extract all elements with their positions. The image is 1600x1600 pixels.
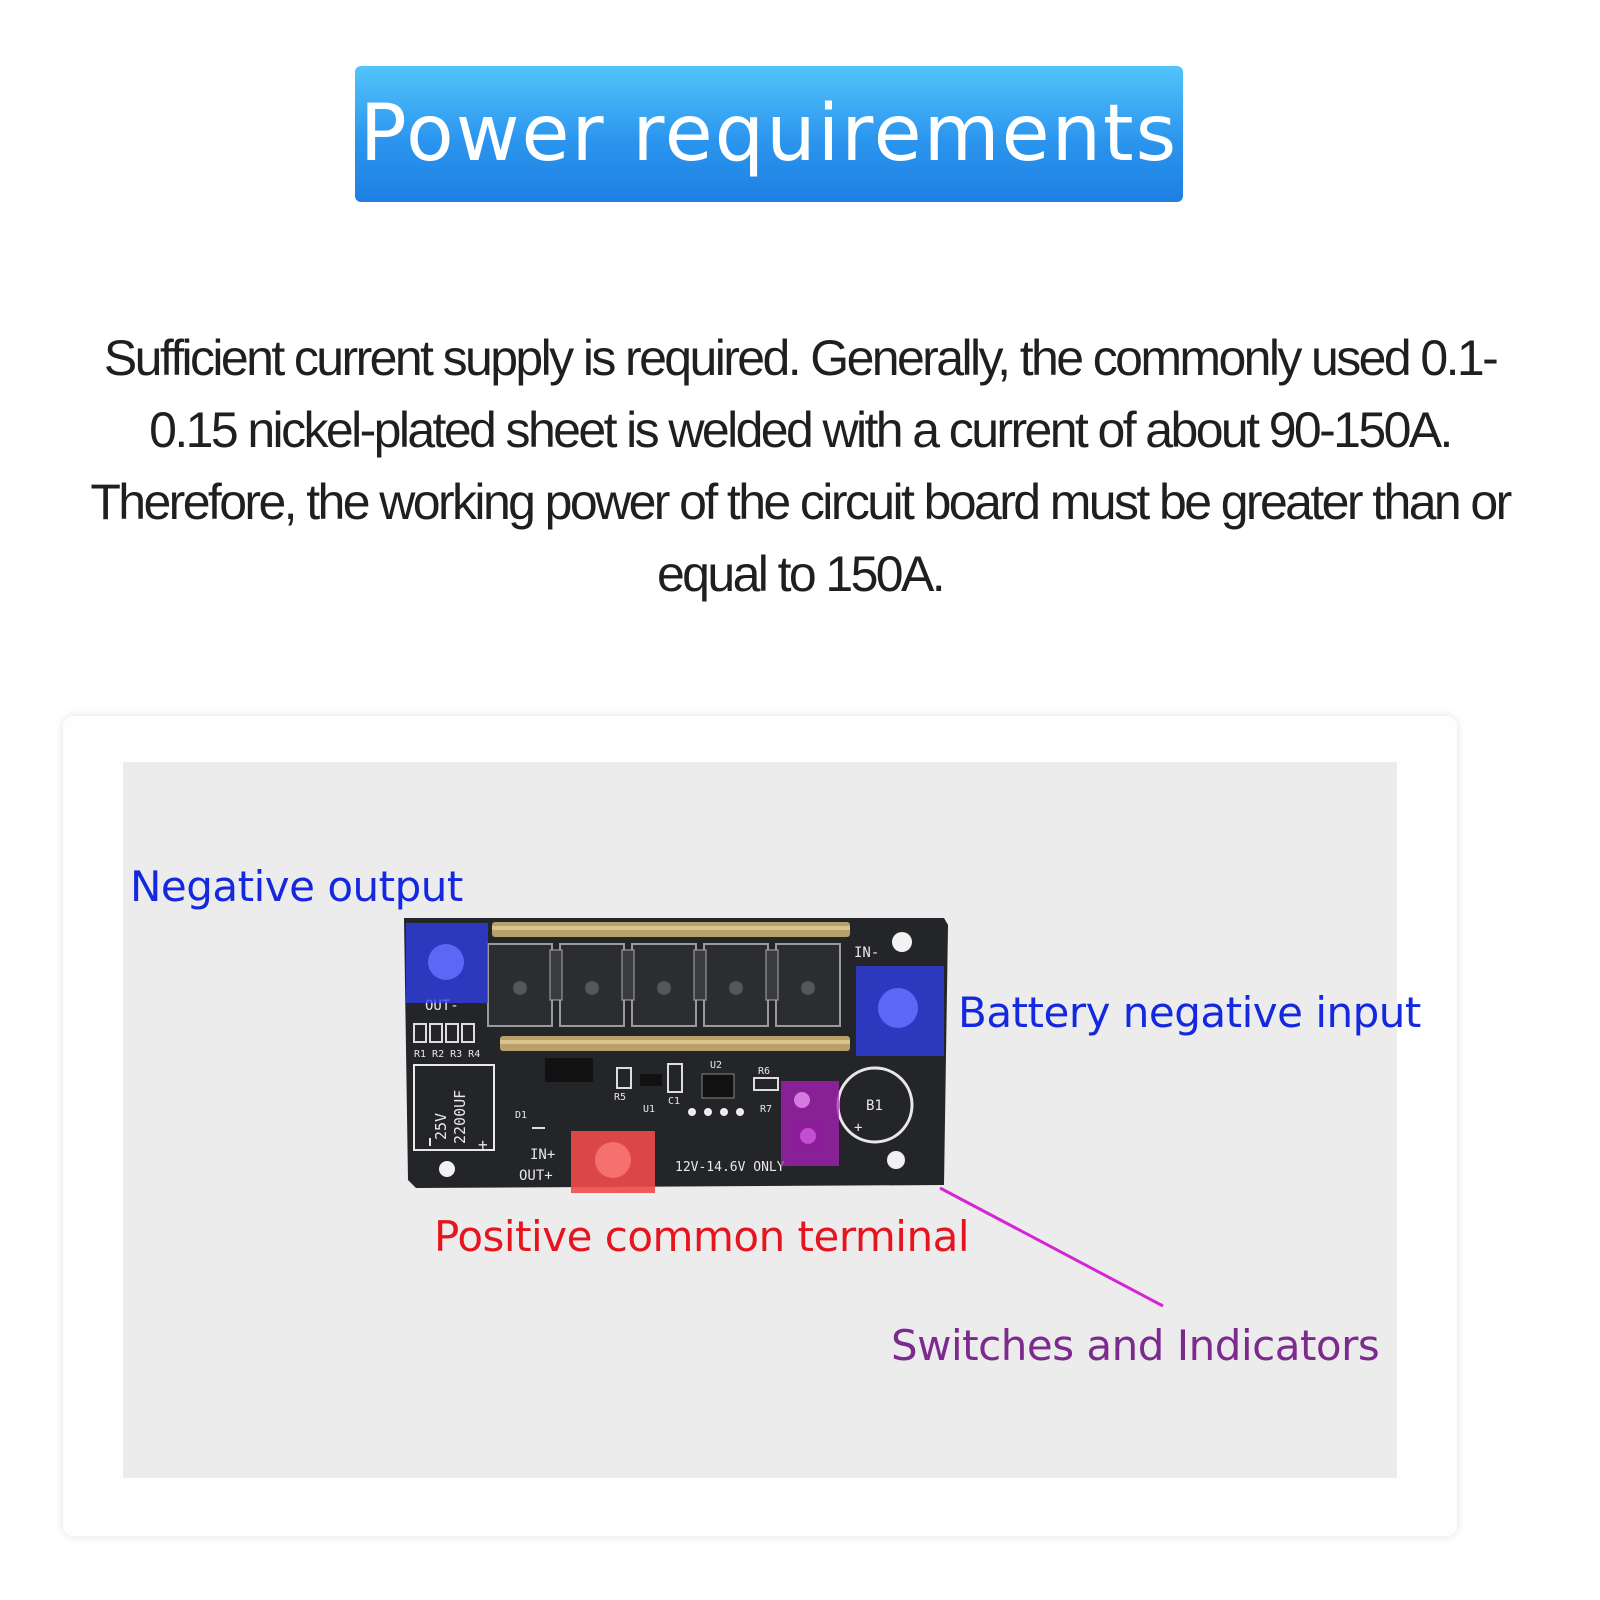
resistor-r5 [616, 1067, 632, 1089]
diode-d1 [545, 1058, 593, 1082]
title-banner: Power requirements [355, 66, 1183, 202]
svg-text:R6: R6 [758, 1066, 770, 1077]
svg-text:U1: U1 [643, 1104, 655, 1115]
out-plus-label: OUT+ [519, 1168, 553, 1184]
resistor-r6 [753, 1077, 779, 1091]
positive-common-terminal-highlight [571, 1131, 655, 1193]
battery-label: B1 [866, 1098, 883, 1114]
svg-text:R7: R7 [760, 1104, 772, 1115]
svg-text:+: + [854, 1120, 862, 1136]
switch-indicator-highlight [781, 1081, 839, 1166]
voltage-rating-label: 12V-14.6V ONLY [675, 1160, 785, 1175]
capacitor-outline [413, 1064, 495, 1151]
callout-battery-negative-input: Battery negative input [958, 988, 1421, 1037]
mounting-hole [892, 932, 912, 952]
svg-text:R5: R5 [614, 1092, 626, 1103]
capacitor-c1 [667, 1063, 683, 1093]
svg-text:D1: D1 [515, 1110, 527, 1121]
negative-output-highlight [406, 923, 488, 1003]
ic-u1 [640, 1074, 662, 1086]
mounting-hole [887, 1151, 905, 1169]
resistor-labels: R1 R2 R3 R4 [414, 1049, 480, 1060]
svg-text:U2: U2 [710, 1060, 722, 1071]
battery-negative-input-highlight [856, 966, 944, 1056]
callout-switches-and-indicators: Switches and Indicators [891, 1321, 1380, 1370]
capacitor-value-label: 2200UF [451, 1090, 469, 1144]
svg-text:C1: C1 [668, 1096, 680, 1107]
callout-negative-output: Negative output [130, 862, 463, 911]
description-text: Sufficient current supply is required. G… [90, 330, 1512, 602]
mosfet-row [487, 943, 841, 1027]
capacitor-plus-label: + [478, 1135, 488, 1154]
mounting-hole [439, 1161, 455, 1177]
callout-positive-common-terminal: Positive common terminal [434, 1212, 969, 1261]
resistor-array [413, 1023, 475, 1043]
in-plus-label: IN+ [530, 1147, 555, 1163]
switch-leader-line [939, 1186, 1164, 1308]
ic-u2 [701, 1073, 735, 1099]
title-text: Power requirements [359, 89, 1179, 179]
capacitor-voltage-label: 25V [432, 1113, 450, 1140]
in-minus-label: IN- [854, 945, 879, 961]
